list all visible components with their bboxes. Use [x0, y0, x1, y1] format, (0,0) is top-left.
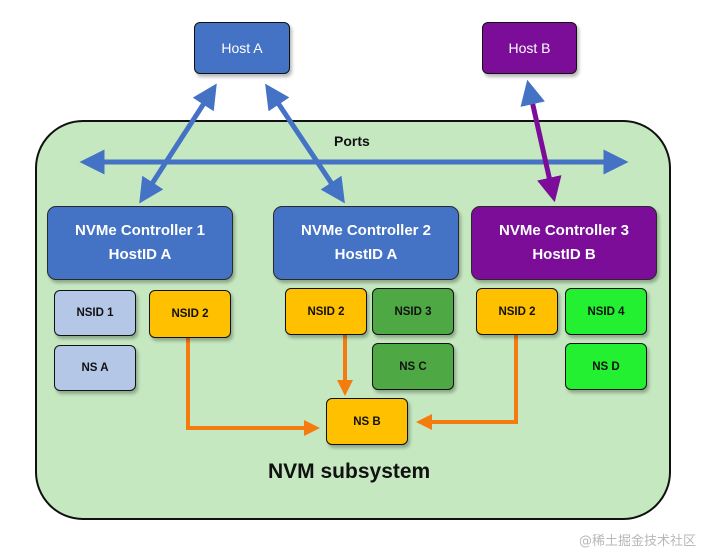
ns-b-box: NS B	[326, 398, 408, 445]
nvme-controller-1: NVMe Controller 1 HostID A	[47, 206, 233, 280]
nsid3-label: NSID 3	[394, 305, 432, 318]
nvm-subsystem-label: NVM subsystem	[268, 460, 431, 483]
c1-nsid2-to-nsb-arrow	[186, 338, 320, 436]
c3-nsid2-to-nsb-arrow	[416, 335, 518, 430]
nvme-controller-2: NVMe Controller 2 HostID A	[273, 206, 459, 280]
controller2-nsid2-box: NSID 2	[285, 288, 367, 335]
controller-1-hostid: HostID A	[108, 246, 172, 263]
ns-b-label: NS B	[353, 415, 381, 428]
host-a-label: Host A	[221, 40, 263, 56]
controller3-nsid2-box: NSID 2	[476, 288, 558, 335]
controller-2-hostid: HostID A	[334, 246, 398, 263]
host-a-box: Host A	[194, 22, 290, 74]
ns-a-label: NS A	[81, 362, 109, 374]
ns-a-box: NS A	[54, 345, 136, 391]
controller-3-title: NVMe Controller 3	[498, 222, 630, 239]
ns-d-label: NS D	[592, 360, 620, 373]
hostb-controller3-arrow	[520, 79, 562, 203]
controller-1-title: NVMe Controller 1	[74, 222, 206, 239]
watermark-text: @稀土掘金技术社区	[578, 534, 696, 549]
controller2-nsid2-label: NSID 2	[307, 305, 345, 318]
hosta-controller1-arrow	[139, 83, 217, 204]
hosta-controller2-arrow	[265, 83, 345, 204]
nvme-controller-3: NVMe Controller 3 HostID B	[471, 206, 657, 280]
controller-2-title: NVMe Controller 2	[300, 222, 432, 239]
ports-label: Ports	[334, 133, 370, 149]
nsid1-box: NSID 1	[54, 290, 136, 336]
ns-c-box: NS C	[372, 343, 454, 390]
host-b-label: Host B	[508, 40, 551, 56]
controller3-nsid2-label: NSID 2	[498, 305, 536, 318]
controller1-nsid2-label: NSID 2	[171, 308, 209, 320]
host-b-box: Host B	[482, 22, 577, 74]
controller-3-hostid: HostID B	[532, 246, 596, 263]
ns-c-label: NS C	[399, 360, 427, 373]
nsid4-box: NSID 4	[565, 288, 647, 335]
nsid1-label: NSID 1	[76, 307, 114, 319]
nsid3-box: NSID 3	[372, 288, 454, 335]
controller1-nsid2-box: NSID 2	[149, 290, 231, 338]
ns-d-box: NS D	[565, 343, 647, 390]
nsid4-label: NSID 4	[587, 305, 625, 318]
